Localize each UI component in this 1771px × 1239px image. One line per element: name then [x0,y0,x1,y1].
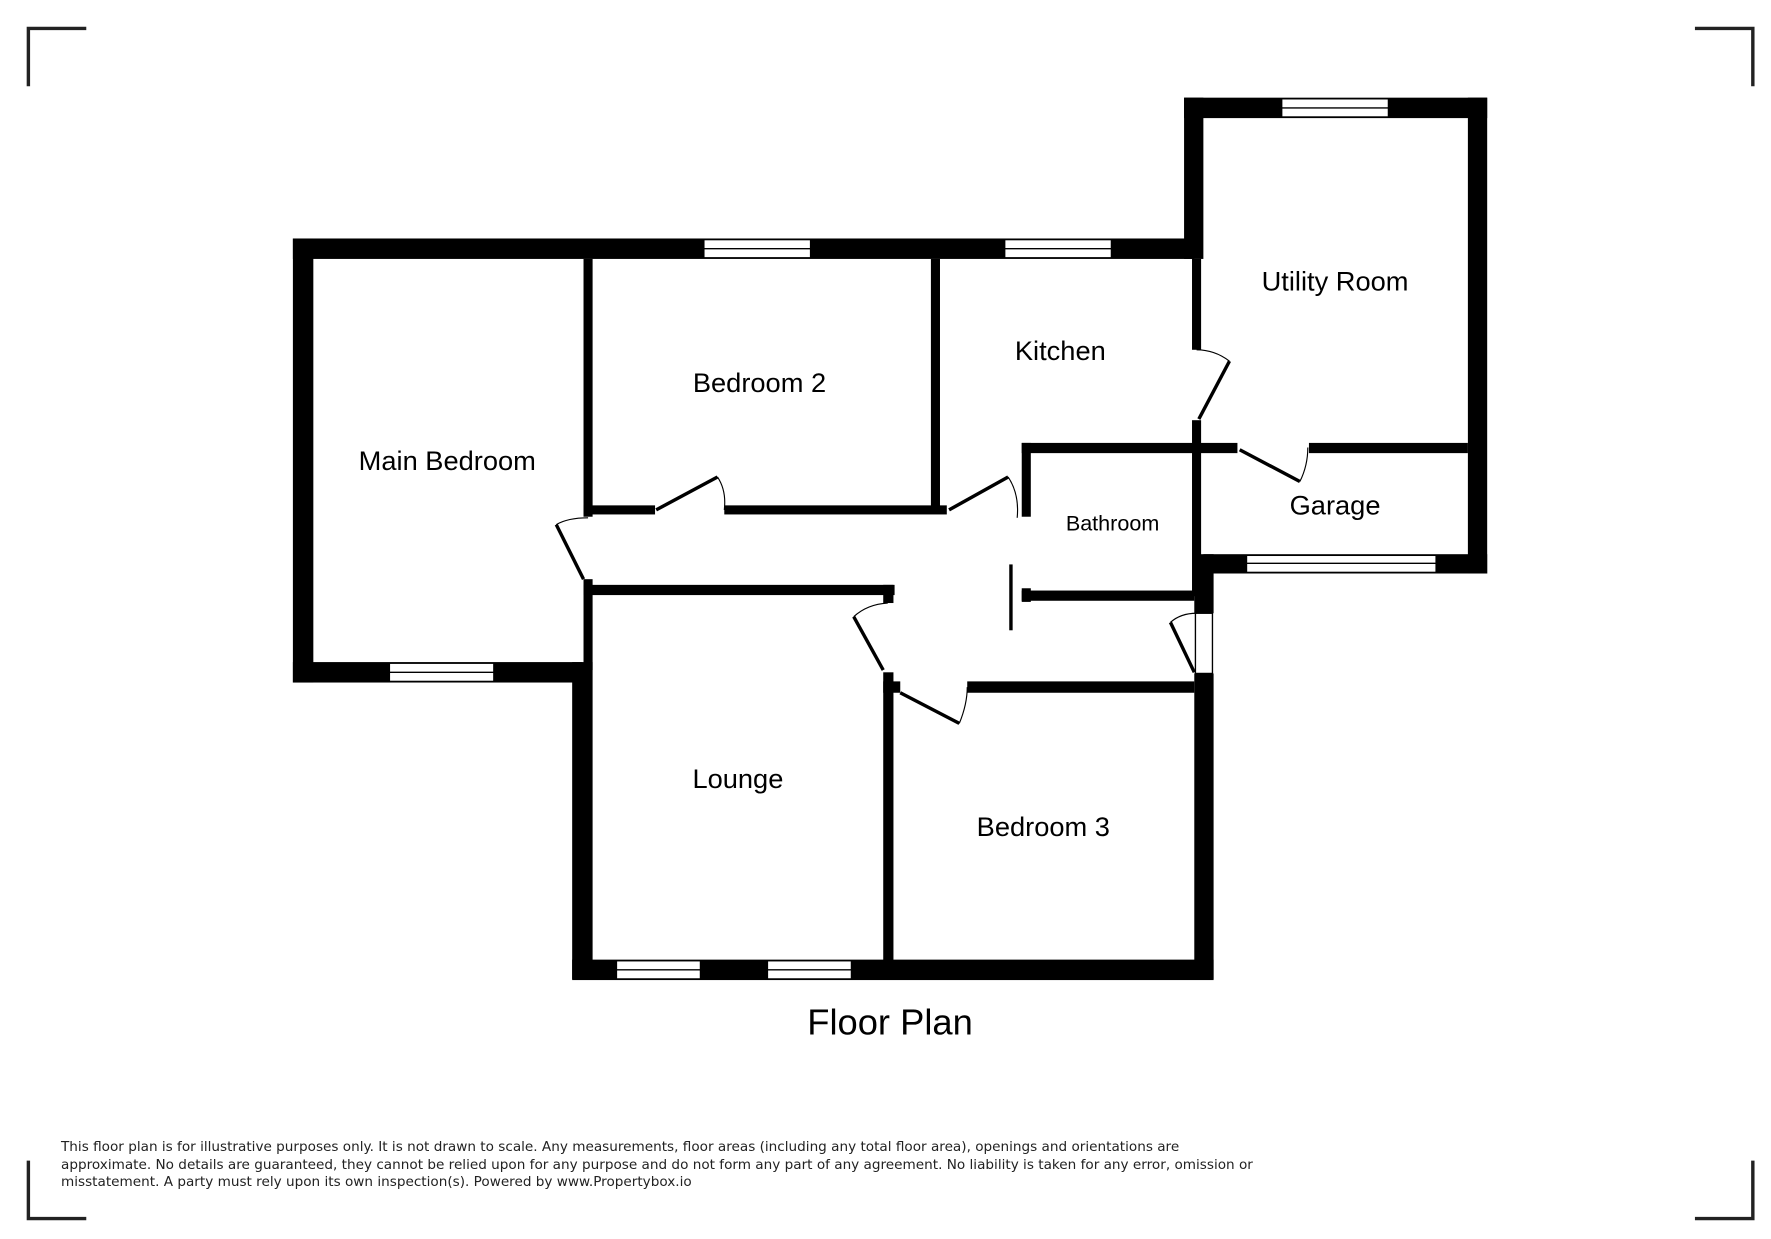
room-label-main-bedroom: Main Bedroom [359,445,536,476]
walls [292,97,1488,981]
plan-title: Floor Plan [807,1002,973,1043]
room-label-bathroom: Bathroom [1066,510,1159,535]
disclaimer-text: This floor plan is for illustrative purp… [61,1139,1253,1190]
room-label-lounge: Lounge [692,763,783,794]
corner-marks [26,26,1755,1221]
room-label-bedroom-3: Bedroom 3 [977,811,1110,842]
room-label-garage: Garage [1290,489,1381,520]
room-label-utility-room: Utility Room [1262,266,1409,297]
room-label-kitchen: Kitchen [1015,335,1106,366]
doors [554,349,1309,725]
room-label-bedroom-2: Bedroom 2 [693,367,826,398]
windows [388,98,1437,980]
